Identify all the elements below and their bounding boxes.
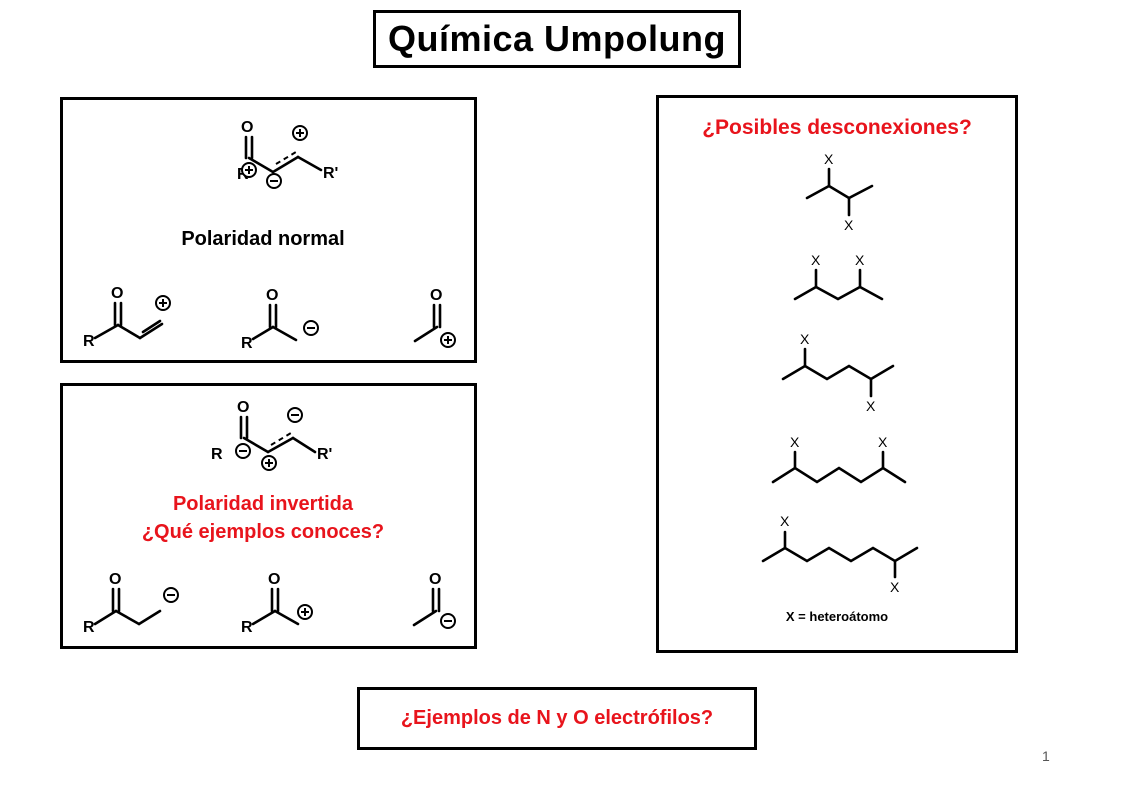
one-five-difunctional-chain: X X <box>771 434 907 484</box>
minus-charge-icon <box>440 613 456 629</box>
heteroatom-label: X <box>890 579 900 595</box>
page-title: Química Umpolung <box>387 18 726 59</box>
oxygen-label: O <box>109 571 121 588</box>
heteroatom-label: X <box>844 217 854 233</box>
one-four-difunctional-chain: X X <box>781 331 895 414</box>
r-group-label: R <box>83 619 95 636</box>
inverted-enone-structure: R O R' <box>211 399 332 471</box>
electrophiles-question: ¿Ejemplos de N y O electrófilos? <box>400 707 714 729</box>
inverted-acyl-anion: O <box>412 571 456 629</box>
inverted-polarity-label: Polaridad invertida ¿Qué ejemplos conoce… <box>63 490 463 546</box>
oxygen-label: O <box>241 119 253 136</box>
oxygen-label: O <box>430 287 442 304</box>
oxygen-label: O <box>429 571 441 588</box>
heteroatom-label: X <box>811 252 821 268</box>
page-number: 1 <box>1042 748 1050 764</box>
r-prime-label: R' <box>317 446 332 463</box>
plus-charge-icon <box>241 162 257 178</box>
minus-charge-icon <box>266 173 282 189</box>
one-three-difunctional-chain: X X <box>793 252 884 301</box>
oxygen-label: O <box>268 571 280 588</box>
one-six-difunctional-chain: X X <box>761 513 919 595</box>
r-group-label: R <box>241 335 253 352</box>
inverted-polarity-question: ¿Qué ejemplos conoces? <box>141 521 385 543</box>
disconnections-title: ¿Posibles desconexiones? <box>702 116 972 139</box>
normal-polarity-structures: R O R' O R <box>83 119 456 352</box>
normal-vinyl-ketone: O R <box>83 285 171 350</box>
electrophiles-question-box: ¿Ejemplos de N y O electrófilos? <box>357 687 757 750</box>
inverted-polarity-title: Polaridad invertida <box>172 493 354 515</box>
heteroatom-label: X <box>824 151 834 167</box>
normal-polarity-box: R O R' O R <box>60 97 477 363</box>
one-two-difunctional-chain: X X <box>805 151 874 233</box>
inverted-polarity-structures: R O R' O R O R <box>83 399 456 636</box>
title-box: Química Umpolung <box>373 10 741 68</box>
oxygen-label: O <box>237 399 249 416</box>
heteroatom-label: X <box>800 331 810 347</box>
inverted-polarity-box: R O R' O R O R <box>60 383 477 649</box>
heteroatom-legend: X = heteroátomo <box>785 609 889 624</box>
heteroatom-label: X <box>780 513 790 529</box>
plus-charge-icon <box>297 604 313 620</box>
minus-charge-icon <box>163 587 179 603</box>
oxygen-label: O <box>266 287 278 304</box>
normal-acyl-cation: O <box>413 287 456 348</box>
heteroatom-label: X <box>855 252 865 268</box>
disconnection-structures: X X X X X X X X <box>761 151 919 595</box>
minus-charge-icon <box>235 443 251 459</box>
heteroatom-label: X <box>866 398 876 414</box>
plus-charge-icon <box>155 295 171 311</box>
r-group-label: R <box>83 333 95 350</box>
plus-charge-icon <box>292 125 308 141</box>
minus-charge-icon <box>303 320 319 336</box>
normal-polarity-label: Polaridad normal <box>181 228 345 250</box>
heteroatom-label: X <box>790 434 800 450</box>
normal-enone-structure: R O R' <box>237 119 338 189</box>
plus-charge-icon <box>261 455 277 471</box>
disconnections-box: ¿Posibles desconexiones? X X X X X X <box>656 95 1018 653</box>
heteroatom-label: X <box>878 434 888 450</box>
inverted-homoenolate: O R <box>83 571 179 636</box>
normal-enolate-ketone: O R <box>241 287 319 352</box>
r-group-label: R <box>211 446 223 463</box>
oxygen-label: O <box>111 285 123 302</box>
r-prime-label: R' <box>323 165 338 182</box>
r-group-label: R <box>241 619 253 636</box>
plus-charge-icon <box>440 332 456 348</box>
minus-charge-icon <box>287 407 303 423</box>
inverted-alpha-cation: O R <box>241 571 313 636</box>
